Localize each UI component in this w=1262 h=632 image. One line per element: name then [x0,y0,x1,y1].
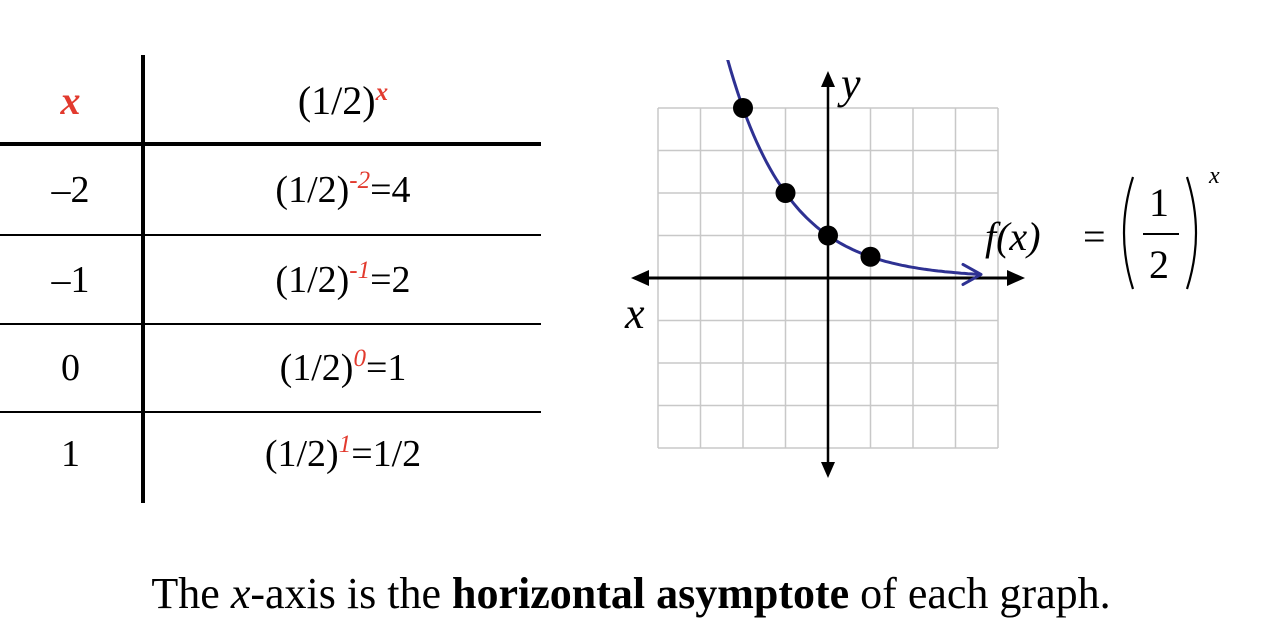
table-column-divider [141,55,145,503]
function-formula: f(x) = 1 2 x [985,163,1225,305]
formula-equals: = [1083,214,1106,259]
x-axis-arrow-left [631,270,649,286]
table-cell-x: –2 [51,169,90,211]
exponential-graph: y x [595,18,1040,480]
data-point [818,225,838,246]
table-header-f: (1/2)x [297,77,389,123]
data-point [733,98,753,118]
formula-parentheses [1122,176,1198,290]
table-cell-x: –1 [51,258,90,301]
table-cell-x: 1 [61,433,80,475]
x-axis-arrow-right [1007,270,1025,286]
x-axis-label: x [625,289,645,338]
formula-fraction-bar [1143,233,1179,235]
table-cell-value: (1/2)-2=4 [275,167,411,211]
table-cell-value: (1/2)1=1/2 [264,431,422,475]
table-cell-value: (1/2)0=1 [279,345,407,389]
table-row-divider [0,411,541,413]
table-header-x: x [60,77,81,123]
data-point [860,246,881,267]
table-row-divider [0,323,541,325]
formula-numerator: 1 [1149,180,1169,225]
table-cell-value: (1/2)-1=2 [275,256,411,301]
y-axis-label: y [841,59,861,108]
y-axis-arrow-up [821,71,835,87]
graph-canvas [631,18,1025,478]
formula-exponent: x [1209,163,1220,189]
formula-denominator: 2 [1149,242,1169,287]
curve [716,19,982,276]
caption: The x-axis is the horizontal asymptote o… [151,569,1111,618]
table-header-divider [0,142,541,146]
formula-lhs: f(x) [985,214,1041,259]
points-layer [733,98,881,267]
data-point [775,183,796,203]
y-axis-arrow-down [821,462,835,478]
table-row-divider [0,234,541,236]
axes [631,71,1025,478]
value-table: x (1/2)x –2 (1/2)-2=4 –1 (1/2)-1=2 0 (1/… [0,0,545,510]
curve-arrow-right [961,262,983,286]
table-cell-x: 0 [61,347,80,389]
